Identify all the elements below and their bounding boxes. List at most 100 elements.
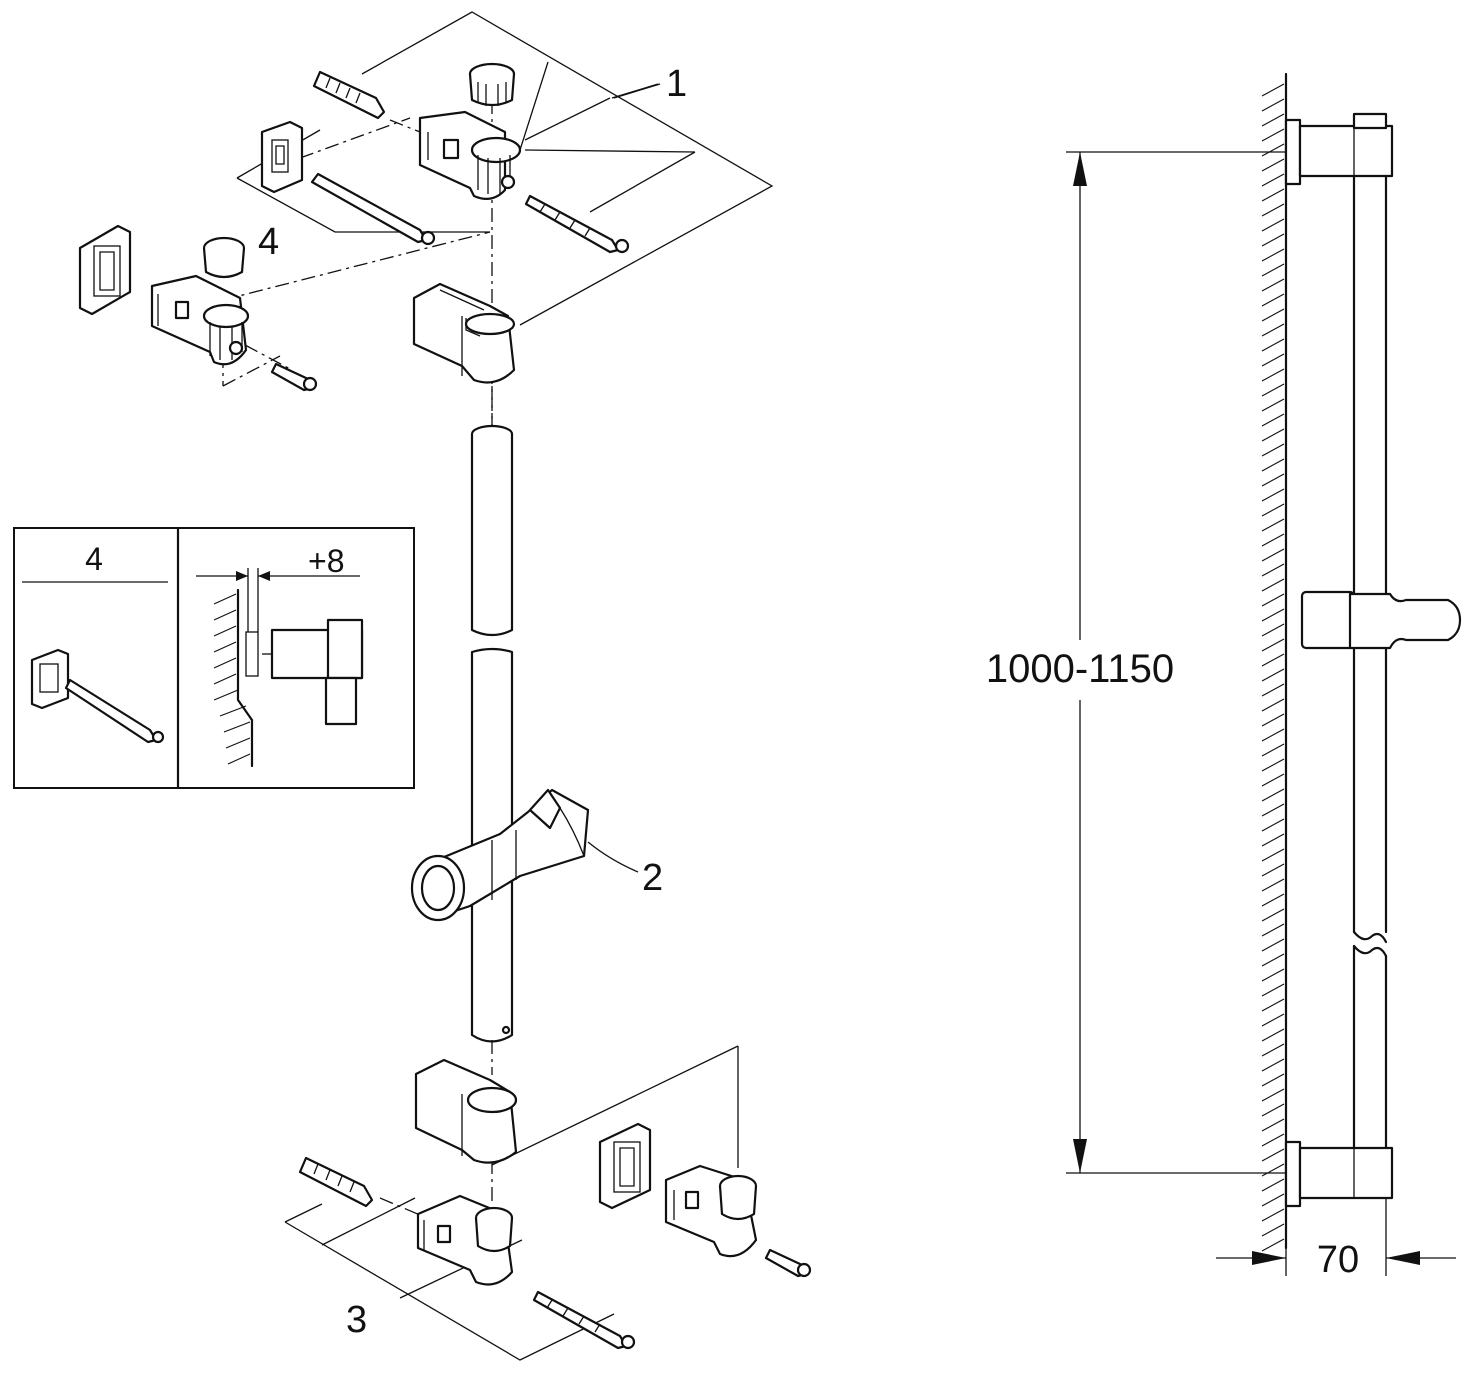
wall-hatch-line xyxy=(1261,788,1285,802)
wall-hatch-line xyxy=(1261,158,1285,172)
wall-anchor-plate-top xyxy=(260,120,304,194)
wall-hatch-line xyxy=(1261,638,1285,652)
wall-hatch-line xyxy=(1261,518,1285,532)
wall-hatch-line xyxy=(1261,1073,1285,1087)
inset-anchor-screw xyxy=(30,648,165,744)
slide-rail-exploded xyxy=(470,386,514,1075)
wall-hatch-line xyxy=(1261,893,1285,907)
wall-hatch-line xyxy=(1261,848,1285,862)
wall-hatch-line xyxy=(1261,1193,1285,1207)
callout-4: 4 xyxy=(258,221,279,263)
wall-plug-top xyxy=(312,70,386,120)
projection-dimension-label: 70 xyxy=(1317,1239,1359,1281)
wall-hatch-line xyxy=(1261,683,1285,697)
leader-1 xyxy=(613,83,661,99)
wall-hatch-line xyxy=(1261,458,1285,472)
wall-hatch-line xyxy=(1261,833,1285,847)
wall-hatch-line xyxy=(1261,608,1285,622)
elevation-bottom-bracket xyxy=(1284,1140,1394,1208)
wall-hatch-line xyxy=(1261,248,1285,262)
wall-hatch-line xyxy=(1261,743,1285,757)
wall-hatch-line xyxy=(1261,623,1285,637)
wall-plug-bottom xyxy=(298,1156,374,1208)
wall-hatch-line xyxy=(1261,1118,1285,1132)
wall-hatch-line xyxy=(1261,1163,1285,1177)
leader-2 xyxy=(587,841,639,873)
height-dimension xyxy=(1066,151,1286,1174)
wall-hatch-line xyxy=(1261,1178,1285,1192)
wall-hatch-line xyxy=(1261,533,1285,547)
screw-short-left xyxy=(270,362,318,392)
rail-holder-bottom xyxy=(414,1058,518,1164)
wall-hatch-line xyxy=(1261,668,1285,682)
wall-hatch-line xyxy=(1261,188,1285,202)
wall-hatch-line xyxy=(1261,878,1285,892)
wall-hatch-line xyxy=(1261,203,1285,217)
wall-hatch-line xyxy=(1261,803,1285,817)
elevation-rail xyxy=(1352,174,1388,1150)
wall-hatch-line xyxy=(1261,1088,1285,1102)
wall-hatch-line xyxy=(1261,983,1285,997)
wall-hatch-line xyxy=(1261,1103,1285,1117)
wall-hatch-line xyxy=(1261,368,1285,382)
wall-hatch-line xyxy=(1261,953,1285,967)
wall-hatch-line xyxy=(1261,1058,1285,1072)
wall-hatch-line xyxy=(1261,113,1285,127)
wall-hatch-line xyxy=(1261,938,1285,952)
inset-section xyxy=(196,568,364,768)
wall-hatch-line xyxy=(1261,308,1285,322)
rail-holder-top xyxy=(412,282,516,384)
screw-long-bottom xyxy=(532,1290,636,1350)
height-dimension-label: 1000-1150 xyxy=(986,647,1174,691)
wall-hatch-line xyxy=(1261,863,1285,877)
wall-hatch-line xyxy=(1261,998,1285,1012)
wall-hatch-line xyxy=(1261,278,1285,292)
wall-hatch-line xyxy=(1261,1043,1285,1057)
wall-hatch-line xyxy=(1261,428,1285,442)
detail-inset: 4 xyxy=(13,526,415,790)
upper-wall-bracket-alt xyxy=(78,224,250,366)
wall-hatch-line xyxy=(1261,413,1285,427)
callout-2: 2 xyxy=(642,857,663,899)
wall-hatch-line xyxy=(1261,98,1285,112)
wall-hatch-line xyxy=(1261,773,1285,787)
lower-wall-bracket xyxy=(416,1194,514,1286)
lower-wall-bracket-alt xyxy=(598,1122,758,1258)
wall-hatch-line xyxy=(1261,578,1285,592)
wall-hatch-line xyxy=(1261,1238,1285,1252)
wall-hatch-line xyxy=(1261,758,1285,772)
wall-hatch-line xyxy=(1261,233,1285,247)
wall-hatch-line xyxy=(1261,218,1285,232)
screw-short-right xyxy=(764,1248,812,1278)
wall-hatch-line xyxy=(1261,263,1285,277)
screw-long-top-left xyxy=(310,172,436,246)
wall-hatch-line xyxy=(1261,1223,1285,1237)
inset-title: 4 xyxy=(85,541,103,577)
wall-hatch-line xyxy=(1261,818,1285,832)
wall-hatch-line xyxy=(1261,83,1285,97)
wall-hatch-line xyxy=(1261,398,1285,412)
wall-hatch-line xyxy=(1261,128,1285,142)
wall-hatch-line xyxy=(1261,338,1285,352)
elevation-top-bracket xyxy=(1284,112,1394,186)
screw-long-top-right xyxy=(524,194,630,254)
wall-hatch-line xyxy=(1261,1148,1285,1162)
wall-hatch-line xyxy=(1261,353,1285,367)
bottom-bracket-group xyxy=(284,1045,812,1361)
wall-hatching xyxy=(1261,83,1285,1252)
wall-hatch-line xyxy=(1261,383,1285,397)
wall-hatch-line xyxy=(1261,1028,1285,1042)
wall-hatch-line xyxy=(1261,548,1285,562)
elevation-view: 1000-1150 70 xyxy=(986,72,1462,1281)
wall-hatch-line xyxy=(1261,653,1285,667)
upper-wall-bracket xyxy=(418,110,522,201)
wall-hatch-line xyxy=(1261,1133,1285,1147)
wall-hatch-line xyxy=(1261,473,1285,487)
callout-3: 3 xyxy=(346,1299,367,1341)
wall-hatch-line xyxy=(1261,488,1285,502)
inset-offset-label: +8 xyxy=(308,543,344,579)
wall-hatch-line xyxy=(1261,173,1285,187)
elevation-slider xyxy=(1300,590,1462,650)
wall-hatch-line xyxy=(1261,443,1285,457)
